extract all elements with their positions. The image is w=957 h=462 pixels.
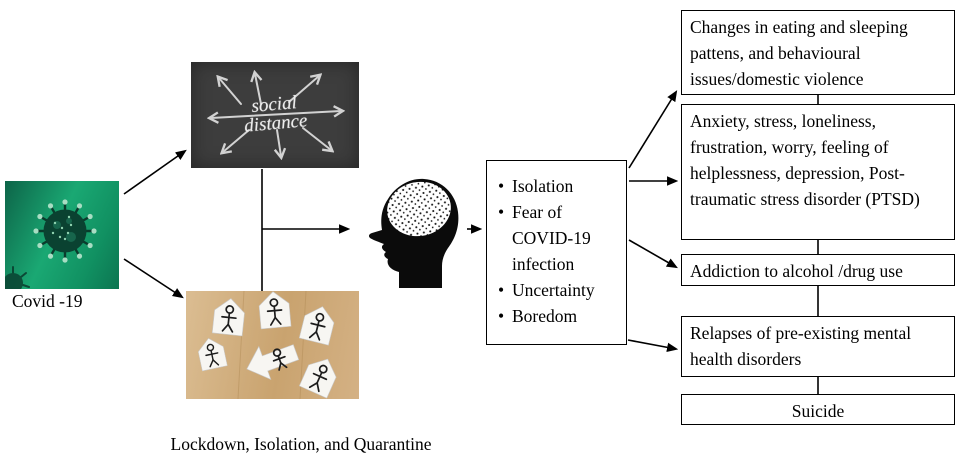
arrow-stressors-to-outcome-3 bbox=[627, 339, 679, 352]
paper-figures-illustration bbox=[195, 291, 343, 399]
chalk-arrows bbox=[191, 62, 359, 168]
paper-figures-photo bbox=[186, 291, 359, 399]
outcome-box-suicide: Suicide bbox=[681, 394, 955, 425]
outcome-box-anxiety-ptsd: Anxiety, stress, loneliness, frustration… bbox=[681, 104, 955, 240]
outcome-box-addiction: Addiction to alcohol /drug use bbox=[681, 254, 955, 286]
stressor-item-boredom: Boredom bbox=[497, 303, 622, 329]
brain-stipple bbox=[387, 181, 451, 237]
outcome-box-eating-sleeping: Changes in eating and sleeping pattens, … bbox=[681, 10, 955, 95]
lockdown-caption: Lockdown, Isolation, and Quarantine bbox=[170, 434, 432, 454]
stressor-list: Isolation Fear of COVID-19 infection Unc… bbox=[497, 173, 622, 329]
virus-illustration bbox=[5, 199, 97, 289]
covid-label: Covid -19 bbox=[12, 291, 83, 311]
stressor-item-fear: Fear of COVID-19 infection bbox=[497, 199, 622, 277]
arrow-stressors-to-outcome-0 bbox=[628, 90, 678, 169]
stressor-item-isolation: Isolation bbox=[497, 173, 622, 199]
covid-virus-photo bbox=[5, 181, 119, 289]
head-silhouette bbox=[353, 166, 465, 288]
arrow-virus-to-chalkboard bbox=[123, 149, 187, 195]
stressor-item-uncertainty: Uncertainty bbox=[497, 277, 622, 303]
arrow-stressors-to-outcome-2 bbox=[628, 239, 678, 269]
outcome-box-relapse: Relapses of pre-existing mental health d… bbox=[681, 316, 955, 377]
social-distance-chalkboard-photo: social distance bbox=[191, 62, 359, 168]
arrow-virus-to-figures bbox=[123, 258, 184, 299]
stressors-box: Isolation Fear of COVID-19 infection Unc… bbox=[486, 160, 627, 345]
